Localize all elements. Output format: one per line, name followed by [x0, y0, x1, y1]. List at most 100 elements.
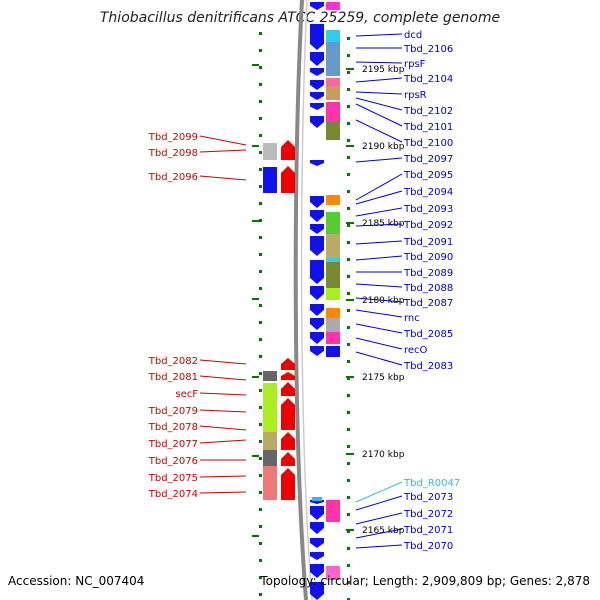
- right-gene-label: Tbd_2090: [403, 252, 453, 263]
- gene-color-box: [326, 500, 340, 522]
- scale-tick: [346, 145, 354, 147]
- right-gene-label: Tbd_2100: [403, 138, 453, 149]
- scale-dot: [259, 49, 262, 52]
- scale-dot: [259, 134, 262, 137]
- left-gene-label: Tbd_2074: [148, 489, 198, 500]
- reverse-gene-arrow: [281, 140, 295, 160]
- forward-gene-arrow: [310, 80, 324, 90]
- left-label-leader: [199, 439, 247, 444]
- scale-dot: [259, 185, 262, 188]
- scale-dot: [347, 326, 350, 329]
- scale-tick: [252, 455, 259, 457]
- forward-gene-arrow: [310, 332, 324, 344]
- scale-dot: [347, 37, 350, 40]
- right-label-leader: [355, 255, 403, 261]
- scale-dot: [259, 491, 262, 494]
- scale-dot: [259, 151, 262, 154]
- left-label-leader: [199, 409, 247, 413]
- scale-dot: [347, 428, 350, 431]
- right-gene-label: Tbd_2072: [403, 509, 453, 520]
- left-gene-label: Tbd_2078: [148, 422, 198, 433]
- left-label-leader: [199, 375, 247, 381]
- right-label-leader: [355, 91, 403, 95]
- scale-tick: [346, 453, 354, 455]
- left-gene-label: Tbd_2075: [148, 473, 198, 484]
- forward-gene-arrow: [310, 236, 324, 256]
- scale-dot: [259, 202, 262, 205]
- right-label-leader: [355, 97, 403, 111]
- right-label-leader: [355, 544, 403, 549]
- scale-dot: [259, 440, 262, 443]
- right-gene-label: Tbd_2083: [403, 361, 453, 372]
- right-gene-label: Tbd_2092: [403, 220, 453, 231]
- right-label-leader: [355, 495, 403, 511]
- scale-dot: [259, 355, 262, 358]
- scale-dot: [347, 105, 350, 108]
- right-gene-label: Tbd_2091: [403, 237, 453, 248]
- scale-dot: [347, 547, 350, 550]
- right-label-leader: [355, 61, 403, 64]
- forward-gene-arrow: [310, 103, 324, 110]
- gene-color-box: [326, 346, 340, 357]
- scale-dot: [347, 139, 350, 142]
- reverse-gene-arrow: [281, 372, 295, 380]
- forward-gene-arrow: [310, 318, 324, 330]
- scale-dot: [259, 117, 262, 120]
- forward-gene-arrow: [310, 52, 324, 66]
- right-gene-label: rnc: [404, 313, 420, 324]
- right-label-leader: [355, 512, 403, 525]
- scale-dot: [347, 479, 350, 482]
- right-label-leader: [355, 337, 403, 350]
- right-gene-label: Tbd_2104: [403, 74, 453, 85]
- scale-tick: [346, 376, 354, 378]
- scale-dot: [259, 542, 262, 545]
- reverse-gene-arrow: [281, 432, 295, 450]
- scale-dot: [259, 219, 262, 222]
- right-label-leader: [355, 481, 403, 503]
- scale-dot: [347, 88, 350, 91]
- scale-dot: [347, 241, 350, 244]
- right-gene-label: Tbd_2085: [403, 329, 453, 340]
- scale-dot: [259, 423, 262, 426]
- left-label-leader: [199, 135, 247, 146]
- left-gene-label: Tbd_2079: [148, 406, 198, 417]
- left-label-leader: [199, 359, 247, 365]
- scale-dot: [347, 581, 350, 584]
- right-gene-label: Tbd_2089: [403, 268, 453, 279]
- gene-color-box: [326, 308, 340, 318]
- right-gene-label: Tbd_2073: [403, 492, 453, 503]
- right-gene-label: Tbd_2101: [403, 122, 453, 133]
- scale-dot: [347, 445, 350, 448]
- scale-dot: [259, 168, 262, 171]
- scale-dot: [259, 457, 262, 460]
- forward-gene-arrow: [310, 68, 324, 76]
- right-label-leader: [355, 528, 403, 539]
- scale-dot: [347, 71, 350, 74]
- right-label-leader: [355, 173, 403, 201]
- genome-backbone-highlight: [300, 0, 313, 600]
- right-gene-label: recO: [404, 345, 428, 356]
- gene-color-box: [263, 432, 277, 450]
- scale-dot: [347, 343, 350, 346]
- gene-color-box: [326, 318, 340, 332]
- gene-color-box: [326, 195, 340, 205]
- scale-dot: [347, 513, 350, 516]
- right-label-leader: [355, 190, 403, 205]
- forward-gene-arrow: [310, 92, 324, 100]
- scale-dot: [259, 593, 262, 596]
- scale-dot: [259, 270, 262, 273]
- right-label-leader: [355, 323, 403, 334]
- scale-tick: [346, 529, 354, 531]
- scale-tick: [252, 376, 259, 378]
- reverse-gene-arrow: [281, 452, 295, 466]
- right-label-leader: [355, 240, 403, 245]
- scale-label: 2170 kbp: [362, 450, 405, 460]
- scale-tick: [252, 220, 259, 222]
- right-label-leader: [355, 223, 403, 227]
- forward-gene-arrow: [310, 506, 324, 520]
- forward-gene-arrow: [310, 564, 324, 578]
- right-gene-label: Tbd_2102: [403, 106, 453, 117]
- scale-dot: [347, 411, 350, 414]
- forward-gene-arrow: [310, 24, 324, 50]
